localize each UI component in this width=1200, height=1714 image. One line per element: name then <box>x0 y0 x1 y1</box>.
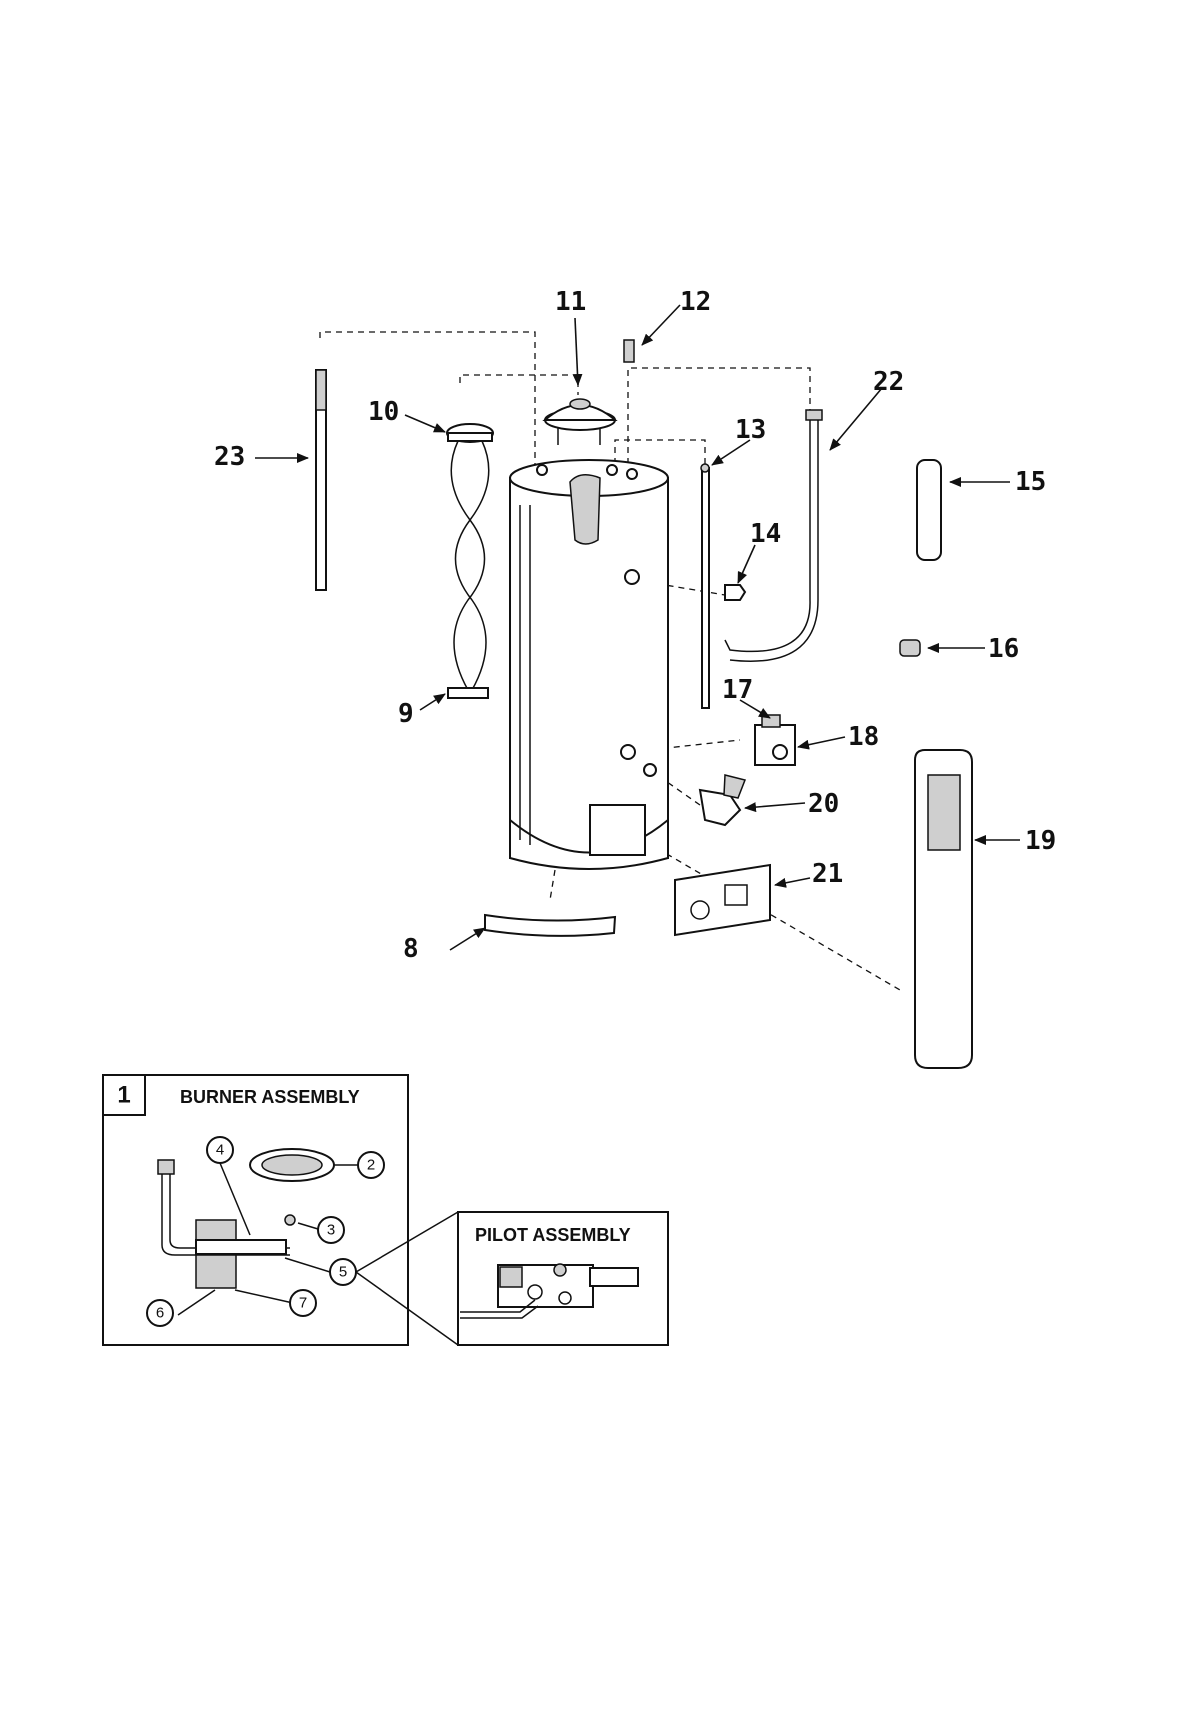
part-22-relief-tube <box>724 409 823 662</box>
burner-callout-2: 2 <box>367 1157 375 1174</box>
callout-23: 23 <box>214 442 245 472</box>
burner-callout-4: 4 <box>216 1142 224 1159</box>
part-15-sleeve <box>916 459 942 561</box>
callout-16: 16 <box>988 634 1019 664</box>
burner-box-number: 1 <box>117 1082 130 1109</box>
callout-14: 14 <box>750 519 781 549</box>
burner-assembly-box: 1 BURNER ASSEMBLY 4 2 3 5 6 <box>102 1074 409 1346</box>
callout-21: 21 <box>812 859 843 889</box>
part-8-outer-door <box>484 913 617 937</box>
callout-13: 13 <box>735 415 766 445</box>
part-14-fitting <box>724 584 747 601</box>
burner-callout-5: 5 <box>339 1264 347 1281</box>
callout-18: 18 <box>848 722 879 752</box>
burner-drawing <box>157 1148 335 1289</box>
pilot-assembly-box: PILOT ASSEMBLY <box>355 1211 669 1346</box>
burner-callout-7: 7 <box>299 1295 307 1312</box>
burner-box-title: BURNER ASSEMBLY <box>180 1087 360 1107</box>
part-13-anode-rod <box>700 463 710 709</box>
part-19-jacket-cover <box>914 749 973 1069</box>
callout-19: 19 <box>1025 826 1056 856</box>
part-12-nipple <box>623 339 635 363</box>
burner-callout-6: 6 <box>156 1305 164 1322</box>
part-10-flue-cap <box>446 423 494 443</box>
part-20-drain-valve <box>698 774 747 827</box>
callout-17: 17 <box>722 675 753 705</box>
part-16-coupling <box>899 639 921 657</box>
callout-9: 9 <box>398 699 414 729</box>
callout-12: 12 <box>680 287 711 317</box>
burner-callout-3: 3 <box>327 1222 335 1239</box>
callout-11: 11 <box>555 287 586 317</box>
callout-arrows <box>255 304 1020 951</box>
part-11-top-cap <box>542 398 618 445</box>
callout-10: 10 <box>368 397 399 427</box>
callout-20: 20 <box>808 789 839 819</box>
part-17-knob <box>761 714 781 728</box>
pilot-drawing <box>460 1263 639 1319</box>
part-21-label-panel <box>674 863 771 937</box>
callout-numbers: 8 9 10 11 12 13 14 15 16 17 18 19 20 21 … <box>214 287 1056 964</box>
part-23-rod <box>315 369 327 591</box>
callout-22: 22 <box>873 367 904 397</box>
part-9-flue-baffle <box>447 440 490 699</box>
callout-8: 8 <box>403 934 419 964</box>
part-18-gas-control <box>754 724 796 766</box>
pilot-box-title: PILOT ASSEMBLY <box>475 1225 631 1245</box>
water-heater-tank <box>509 459 669 870</box>
callout-15: 15 <box>1015 467 1046 497</box>
